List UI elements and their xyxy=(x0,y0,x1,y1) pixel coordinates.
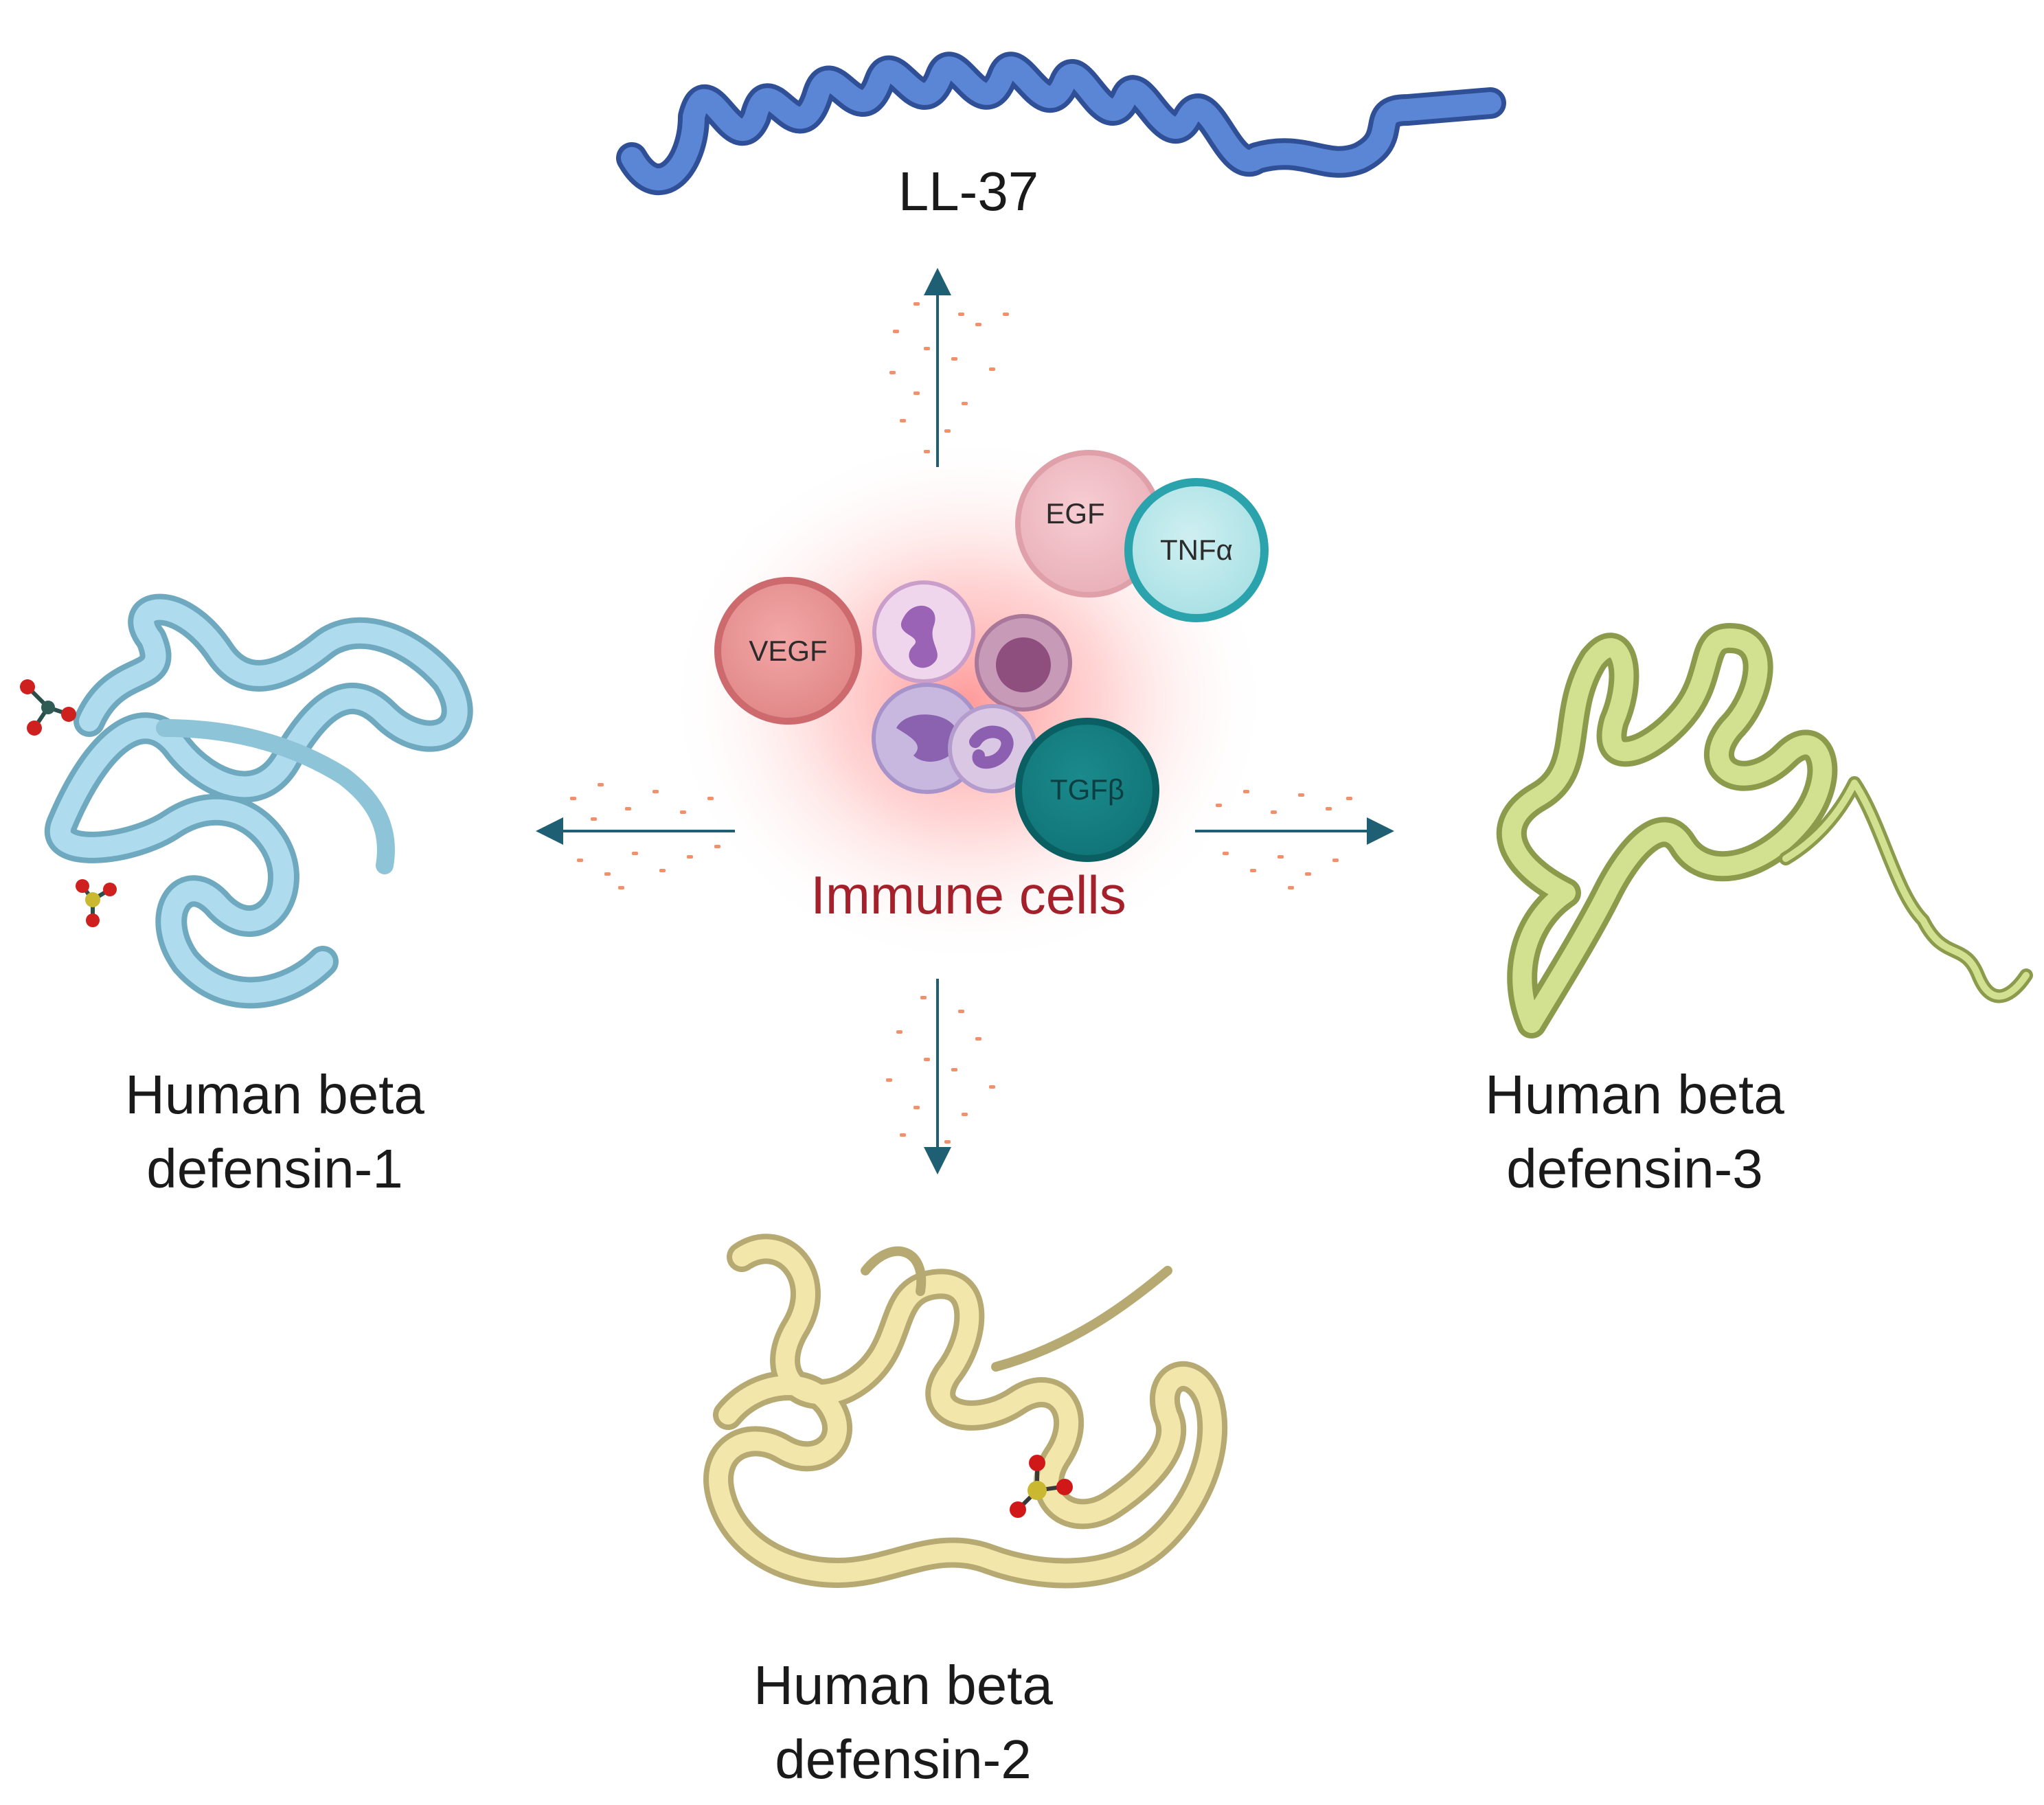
hbd3-label-line1: Human beta xyxy=(1485,1064,1784,1125)
neutrophil-icon xyxy=(872,580,975,683)
vegf-circle: VEGF xyxy=(714,577,862,725)
tnfa-label: TNFα xyxy=(1160,534,1233,566)
tgfb-circle: TGFβ xyxy=(1015,718,1159,862)
hbd3-structure-icon xyxy=(1496,622,2033,1038)
egf-label: EGF xyxy=(1045,497,1105,530)
ll37-helix-icon xyxy=(616,52,1506,196)
hbd1-label-line2: defensin-1 xyxy=(146,1138,403,1199)
ll37-label-text: LL-37 xyxy=(898,161,1039,222)
ll37-label: LL-37 xyxy=(817,155,1120,229)
arrows xyxy=(536,268,1394,1174)
hbd3-label: Human beta defensin-3 xyxy=(1429,1058,1841,1206)
tnfa-circle: TNFα xyxy=(1124,478,1269,622)
hbd2-label-line2: defensin-2 xyxy=(775,1729,1032,1790)
vegf-label: VEGF xyxy=(749,634,828,667)
immune-cells-cluster xyxy=(872,580,1072,794)
hbd1-label: Human beta defensin-1 xyxy=(69,1058,481,1206)
hbd3-label-line2: defensin-3 xyxy=(1506,1138,1763,1199)
hbd2-structure-icon xyxy=(703,1234,1228,1589)
hbd2-label: Human beta defensin-2 xyxy=(697,1648,1109,1797)
granulocyte-icon xyxy=(948,704,1037,793)
immune-cells-label: Immune cells xyxy=(810,865,1126,925)
tgfb-label: TGFβ xyxy=(1049,773,1125,806)
lymphocyte-icon xyxy=(975,614,1072,712)
hbd1-structure-icon xyxy=(20,593,473,1009)
hbd2-label-line1: Human beta xyxy=(753,1655,1053,1716)
hbd1-label-line1: Human beta xyxy=(125,1064,424,1125)
particle-dots xyxy=(570,302,1352,1144)
